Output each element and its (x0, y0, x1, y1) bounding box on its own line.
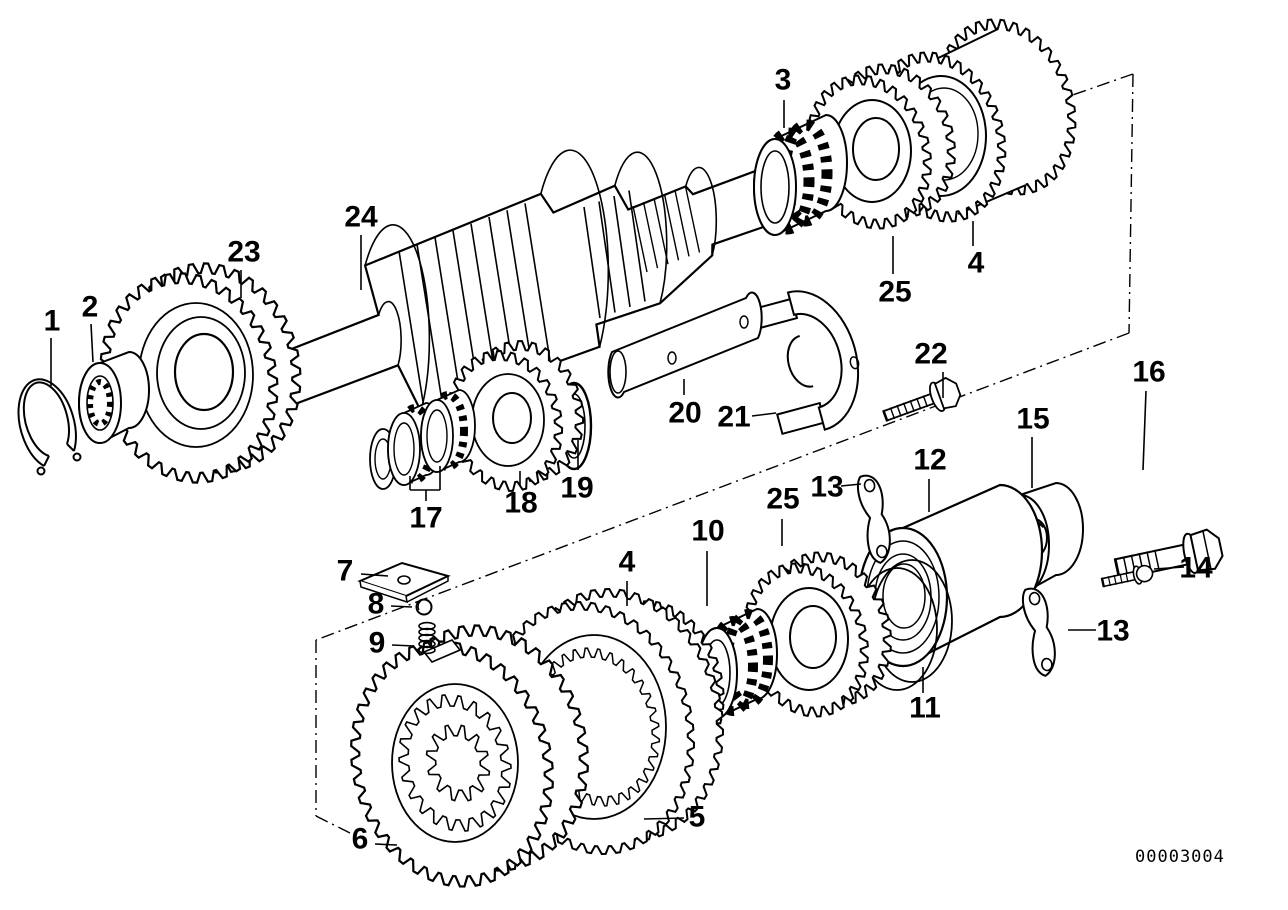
callout-21[interactable]: 21 (717, 401, 750, 434)
helical-teeth-hatch (399, 203, 550, 408)
callout-2[interactable]: 2 (82, 291, 99, 324)
needle-cage-3-drawing (754, 115, 847, 235)
callout-12[interactable]: 12 (913, 444, 946, 477)
callout-25-bottom[interactable]: 25 (766, 483, 799, 516)
callout-4-top[interactable]: 4 (968, 247, 985, 280)
callout-13-bottom[interactable]: 13 (1096, 615, 1129, 648)
callout-17[interactable]: 17 (409, 502, 442, 535)
callout-25-top[interactable]: 25 (878, 276, 911, 309)
callout-11[interactable]: 11 (909, 692, 941, 725)
dowel-pin-drawing (608, 293, 761, 398)
gear-18-drawing (448, 341, 583, 491)
callout-8[interactable]: 8 (368, 588, 385, 621)
callout-6[interactable]: 6 (352, 823, 369, 856)
callout-15[interactable]: 15 (1016, 403, 1049, 436)
spring-9-drawing (419, 623, 435, 654)
callout-3[interactable]: 3 (775, 64, 792, 97)
callout-18[interactable]: 18 (504, 487, 537, 520)
snap-ring-drawing (19, 379, 81, 474)
callout-1[interactable]: 1 (44, 305, 61, 338)
clip-13-bottom-drawing (1021, 586, 1058, 677)
frame-marking (316, 74, 1133, 834)
needle-bearing-2-drawing (79, 352, 149, 443)
callout-14[interactable]: 14 (1179, 552, 1213, 585)
callout-5[interactable]: 5 (689, 801, 706, 834)
clip-13-top-drawing (856, 473, 893, 564)
callout-22[interactable]: 22 (914, 338, 947, 371)
callout-19[interactable]: 19 (560, 472, 593, 505)
callout-16[interactable]: 16 (1132, 356, 1165, 389)
callout-7[interactable]: 7 (337, 555, 354, 588)
callout-4-bottom[interactable]: 4 (619, 546, 636, 579)
key-plate-7-drawing (360, 563, 448, 602)
sleeve-6-drawing (351, 626, 588, 887)
callout-23[interactable]: 23 (227, 236, 260, 269)
spline-hatch (633, 187, 700, 273)
callout-10[interactable]: 10 (691, 515, 724, 548)
doc-number: 00003004 (1135, 847, 1225, 867)
ball-8-drawing (417, 600, 432, 615)
shift-fork-drawing (747, 280, 873, 441)
gear-25-bottom-drawing (744, 553, 891, 717)
callout-leader-lines (51, 100, 1184, 845)
callout-20[interactable]: 20 (668, 397, 701, 430)
callout-13-top[interactable]: 13 (810, 471, 843, 504)
callout-9[interactable]: 9 (369, 627, 386, 660)
gear-25-top-drawing (807, 65, 955, 229)
callout-24[interactable]: 24 (344, 201, 378, 234)
screw-14-drawing (1101, 563, 1155, 591)
needle-cage-17-drawing (370, 390, 475, 489)
